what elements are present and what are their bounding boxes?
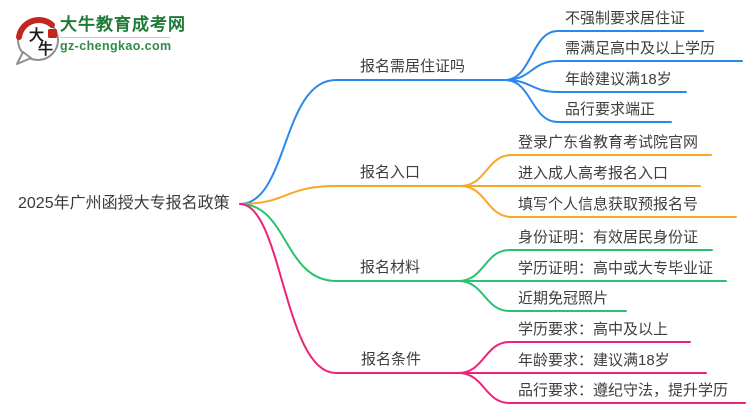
child-label: 不强制要求居住证 (565, 10, 686, 27)
branch-label-residence: 报名需居住证吗 (360, 58, 466, 75)
child-curve (504, 60, 743, 81)
site-logo: 大 牛 大牛教育成考网 gz-chengkao.com (12, 12, 232, 65)
logo-url: gz-chengkao.com (60, 39, 172, 53)
child-curve (457, 341, 691, 374)
child-curve (457, 249, 713, 282)
child-label: 登录广东省教育考试院官网 (518, 134, 699, 151)
svg-text:大: 大 (29, 26, 44, 44)
branch-curve (239, 185, 461, 205)
logo-text-block: 大牛教育成考网 gz-chengkao.com (60, 15, 186, 53)
branch-label-conditions: 报名条件 (361, 351, 422, 368)
branch-lines-materials (239, 203, 727, 312)
child-label: 填写个人信息获取预报名号 (518, 196, 699, 213)
child-curve (459, 154, 712, 187)
child-label: 学历证明：高中或大专毕业证 (518, 260, 714, 277)
child-curve (504, 79, 672, 123)
child-curve (457, 280, 627, 312)
logo-divider (60, 37, 170, 38)
branch-curve (239, 79, 506, 205)
svg-text:牛: 牛 (38, 40, 53, 58)
central-topic: 2025年广州函授大专报名政策 (18, 195, 230, 212)
logo-title: 大牛教育成考网 (60, 15, 186, 34)
branch-lines-residence (239, 30, 743, 205)
branch-lines-entry (239, 154, 737, 218)
child-curve (504, 30, 704, 81)
child-label: 品行要求端正 (565, 101, 656, 118)
child-label: 身份证明：有效居民身份证 (518, 229, 699, 246)
child-label: 进入成人高考报名入口 (518, 165, 669, 182)
child-label: 需满足高中及以上学历 (565, 40, 716, 57)
child-label: 年龄建议满18岁 (565, 71, 672, 88)
child-label: 近期免冠照片 (518, 290, 609, 307)
child-label: 学历要求：高中及以上 (518, 321, 669, 338)
child-curve (459, 185, 737, 218)
daniu-logo-icon: 大 牛 (16, 17, 59, 65)
child-curve (457, 372, 746, 404)
branch-curve (239, 203, 459, 374)
child-label: 年龄要求：建议满18岁 (518, 352, 670, 369)
branch-label-materials: 报名材料 (360, 259, 421, 276)
child-label: 品行要求：遵纪守法，提升学历 (518, 382, 729, 399)
branch-curve (239, 203, 459, 282)
branch-label-entry: 报名入口 (360, 164, 421, 181)
branch-lines-conditions (239, 203, 746, 404)
